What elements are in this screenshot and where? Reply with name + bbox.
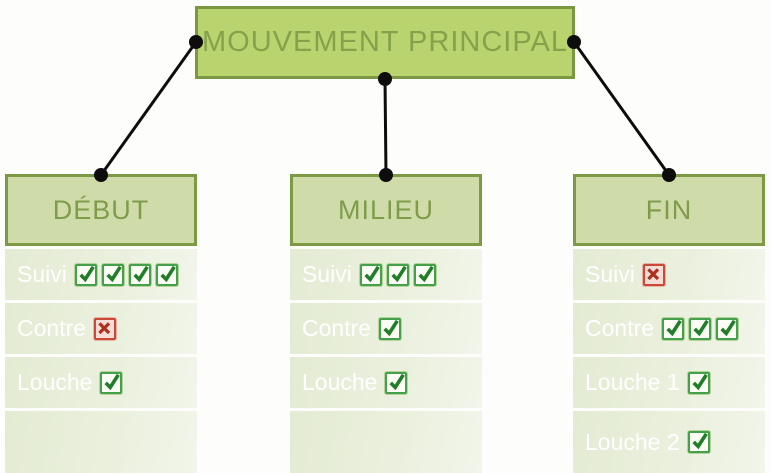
attribute-label: Contre <box>585 315 655 341</box>
checked-checkbox-icon <box>155 263 178 286</box>
attribute-row: Contre <box>290 303 482 354</box>
attribute-row: Louche <box>290 357 482 408</box>
checked-checkbox-icon <box>689 317 712 340</box>
attribute-row <box>290 411 482 473</box>
root-node-label: MOUVEMENT PRINCIPAL <box>202 26 568 58</box>
attribute-label: Louche 2 <box>585 428 680 455</box>
attribute-label: Louche <box>17 369 93 395</box>
attribute-row: Contre <box>5 303 197 354</box>
checked-checkbox-icon <box>385 371 408 394</box>
column-header: FIN <box>573 174 765 246</box>
root-node: MOUVEMENT PRINCIPAL <box>195 6 575 79</box>
column-title: FIN <box>645 194 693 225</box>
column-title: MILIEU <box>337 194 435 225</box>
column-header: DÉBUT <box>5 174 197 246</box>
attribute-row: Louche <box>5 357 197 408</box>
checked-checkbox-icon <box>687 371 710 394</box>
checked-checkbox-icon <box>662 317 685 340</box>
checked-checkbox-icon <box>379 317 402 340</box>
attribute-label: Suivi <box>17 261 67 287</box>
checked-checkbox-icon <box>100 371 123 394</box>
column-header: MILIEU <box>290 174 482 246</box>
attribute-row: Suivi <box>5 249 197 300</box>
attribute-label: Contre <box>17 315 87 341</box>
attribute-label: Louche <box>302 369 378 395</box>
attribute-row: Louche 1 <box>573 357 765 408</box>
crossed-checkbox-icon <box>94 317 117 340</box>
crossed-checkbox-icon <box>642 263 665 286</box>
checked-checkbox-icon <box>74 263 97 286</box>
checked-checkbox-icon <box>687 431 710 453</box>
checked-checkbox-icon <box>101 263 124 286</box>
attribute-row: Suivi <box>290 249 482 300</box>
attribute-row: Contre <box>573 303 765 354</box>
attribute-row: Louche 2 <box>573 411 765 473</box>
checked-checkbox-icon <box>128 263 151 286</box>
attribute-label: Suivi <box>302 261 352 287</box>
checked-checkbox-icon <box>386 263 409 286</box>
checked-checkbox-icon <box>359 263 382 286</box>
column-title: DÉBUT <box>52 194 150 225</box>
checked-checkbox-icon <box>413 263 436 286</box>
attribute-label: Louche 1 <box>585 369 680 395</box>
attribute-label: Suivi <box>585 261 635 287</box>
attribute-label: Contre <box>302 315 372 341</box>
attribute-row <box>5 411 197 473</box>
checked-checkbox-icon <box>716 317 739 340</box>
attribute-row: Suivi <box>573 249 765 300</box>
